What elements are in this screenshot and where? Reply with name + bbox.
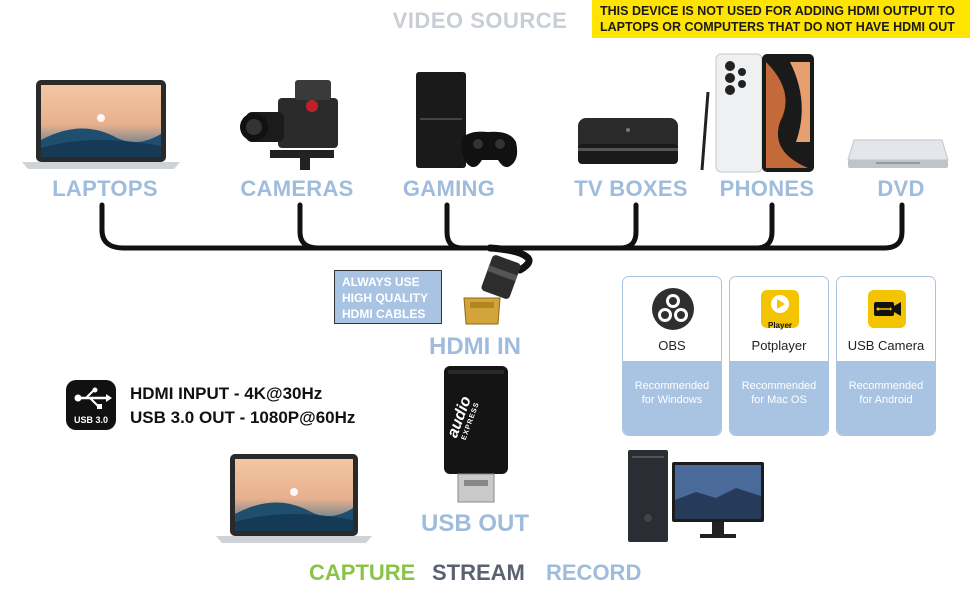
- advice-line-1: ALWAYS USE: [342, 275, 420, 289]
- potplayer-rec-line-1: Recommended: [741, 380, 817, 392]
- capture-word: CAPTURE: [309, 560, 416, 585]
- tv-box-icon: [576, 114, 680, 172]
- warning-banner: THIS DEVICE IS NOT USED FOR ADDING HDMI …: [592, 0, 970, 38]
- dvd-drive-icon: [846, 136, 950, 170]
- cinema-camera-icon: [240, 72, 352, 172]
- potplayer-logo-text: Player: [767, 321, 793, 330]
- software-card-usb-camera: USB Camera Recommended for Android: [836, 276, 936, 436]
- source-label-phones: PHONES: [719, 176, 815, 201]
- software-card-potplayer: Player Potplayer Recommended for Mac OS: [729, 276, 829, 436]
- record-word: RECORD: [546, 560, 642, 585]
- desktop-pc-icon: [626, 448, 768, 544]
- usb-out-label: USB OUT: [421, 510, 529, 537]
- advice-line-2: HIGH QUALITY: [342, 291, 428, 305]
- obs-logo-icon: [652, 288, 694, 330]
- video-source-title: VIDEO SOURCE: [392, 8, 568, 33]
- obs-rec-line-1: Recommended: [634, 380, 710, 392]
- advice-line-3: HDMI CABLES: [342, 307, 426, 321]
- software-name-potplayer: Potplayer: [751, 338, 807, 353]
- source-label-laptops: LAPTOPS: [52, 176, 158, 201]
- software-card-obs: OBS Recommended for Windows: [622, 276, 722, 436]
- game-console-icon: [412, 70, 520, 172]
- warning-line-1: THIS DEVICE IS NOT USED FOR ADDING HDMI …: [600, 4, 955, 18]
- laptop-icon: [22, 78, 180, 170]
- warning-line-2: LAPTOPS OR COMPUTERS THAT DO NOT HAVE HD…: [600, 20, 955, 34]
- usb-3-badge: USB 3.0: [66, 380, 116, 430]
- usb-icon: [74, 387, 112, 409]
- obs-rec-line-2: for Windows: [641, 394, 703, 406]
- smartphone-icon: [700, 52, 820, 176]
- capture-adapter-icon: [440, 364, 512, 504]
- software-name-obs: OBS: [658, 338, 686, 353]
- usb-camera-rec-line-2: for Android: [859, 394, 913, 406]
- software-name-usb-camera: USB Camera: [847, 338, 925, 353]
- potplayer-rec-line-2: for Mac OS: [751, 394, 807, 406]
- source-label-dvd: DVD: [877, 176, 925, 201]
- spec-usb-output: USB 3.0 OUT - 1080P@60Hz: [130, 408, 356, 427]
- potplayer-logo-icon: Player: [761, 290, 799, 330]
- hdmi-plug-icon: [456, 252, 526, 328]
- source-label-gaming: GAMING: [402, 176, 496, 201]
- spec-hdmi-input: HDMI INPUT - 4K@30Hz: [130, 384, 323, 403]
- hdmi-in-label: HDMI IN: [429, 333, 521, 360]
- usb-camera-rec-line-1: Recommended: [848, 380, 924, 392]
- capture-laptop-icon: [216, 452, 372, 544]
- usb-badge-text: USB 3.0: [73, 415, 108, 425]
- cable-advice-box: ALWAYS USE HIGH QUALITY HDMI CABLES: [334, 270, 442, 324]
- source-label-cameras: CAMERAS: [240, 176, 354, 201]
- usb-camera-logo-icon: [868, 290, 906, 328]
- stream-word: STREAM: [432, 560, 525, 585]
- source-label-tv-boxes: TV BOXES: [574, 176, 688, 201]
